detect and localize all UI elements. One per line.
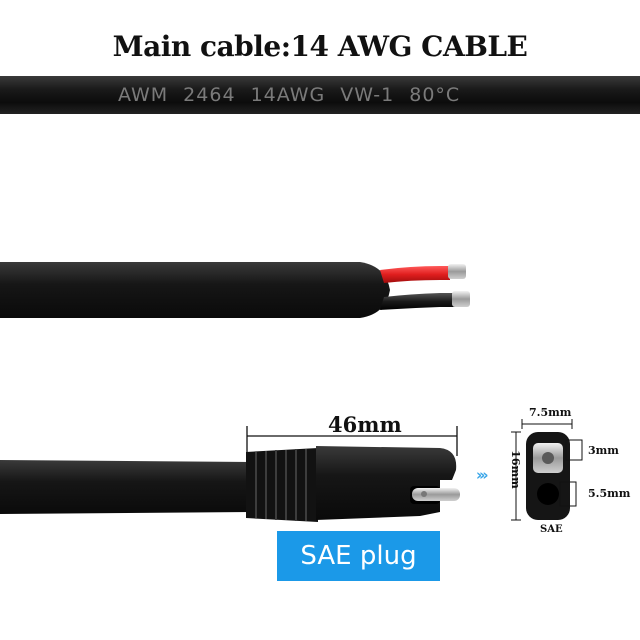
cable-print-text: AWM 2464 14AWG VW-1 80°C xyxy=(118,84,461,106)
dimension-width-label: 7.5mm xyxy=(529,406,572,419)
double-chevron-right-icon: ››› xyxy=(476,466,488,484)
main-cable-strip xyxy=(0,76,640,114)
dimension-height-label: 16mm xyxy=(508,450,522,489)
sae-plug-label: SAE plug xyxy=(277,531,440,581)
dimension-46mm-label: 46mm xyxy=(328,412,402,437)
sae-face-diagram xyxy=(511,419,583,521)
red-wire xyxy=(380,266,450,283)
stripped-cable-end xyxy=(0,262,470,318)
red-wire-tip xyxy=(448,264,466,279)
dimension-pin-small-label: 3mm xyxy=(588,444,619,457)
dimension-pin-large-label: 5.5mm xyxy=(588,487,631,500)
black-wire-tip xyxy=(452,291,470,307)
sae-face-label: SAE xyxy=(540,524,563,535)
page-title: Main cable:14 AWG CABLE xyxy=(112,30,528,63)
sae-plug xyxy=(0,446,460,522)
dimension-46mm-bracket xyxy=(246,426,458,456)
sae-pin xyxy=(412,488,460,501)
black-wire xyxy=(380,293,455,310)
